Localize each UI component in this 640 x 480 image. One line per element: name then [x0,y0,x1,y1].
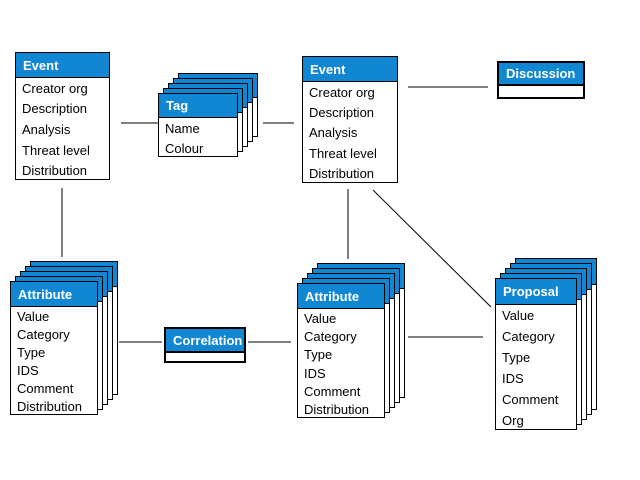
correlation-header: Correlation [166,329,244,353]
event-left-field-analysis: Analysis [22,121,71,137]
event-left-header: Event [16,53,109,78]
proposal-field-category: Category [502,329,555,344]
proposal-field-value: Value [502,308,535,323]
proposal-field-ids: IDS [502,371,524,386]
attribute-center-field-ids: IDS [304,365,326,381]
event-right-field-threat-level: Threat level [309,145,377,161]
discussion-body [499,86,583,101]
discussion-title: Discussion [506,66,576,81]
tag-header: Tag [159,94,237,118]
correlation-body [166,353,244,365]
event-left-field-threat-level: Threat level [22,142,90,158]
event-left-field-creator-org: Creator org [22,80,88,96]
proposal-field-type: Type [502,350,531,365]
event-right-field-creator-org: Creator org [309,84,375,100]
attribute-center-field-comment: Comment [304,383,361,399]
tag-field-name: Name [165,120,200,136]
connector-event-right-to-proposal [372,189,492,308]
attribute-left-field-ids: IDS [17,363,39,379]
proposal-field-comment: Comment [502,392,559,407]
event-right-title: Event [310,61,346,77]
attribute-left-header: Attribute [11,282,97,307]
attribute-center-header: Attribute [298,284,384,309]
proposal-field-org: Org [502,413,524,428]
attribute-left-field-comment: Comment [17,381,74,397]
tag-field-colour: Colour [165,140,204,156]
attribute-center-field-category: Category [304,328,357,344]
proposal-title: Proposal [503,284,559,299]
correlation-title: Correlation [173,332,243,348]
event-right-field-analysis: Analysis [309,125,358,141]
attribute-center-field-type: Type [304,347,333,363]
attribute-left-field-distribution: Distribution [17,399,83,415]
event-left-field-description: Description [22,101,88,117]
attribute-center-field-distribution: Distribution [304,402,370,418]
correlation-card: Correlation [164,327,246,363]
event-right-field-distribution: Distribution [309,166,375,182]
attribute-center-title: Attribute [305,288,360,304]
attribute-center-field-value: Value [304,310,337,326]
attribute-left-title: Attribute [18,286,73,302]
discussion-header: Discussion [499,63,583,86]
attribute-left-field-value: Value [17,308,50,324]
discussion-card: Discussion [497,61,585,99]
attribute-left-field-category: Category [17,326,70,342]
event-left-field-distribution: Distribution [22,163,88,179]
tag-title: Tag [166,98,189,113]
event-left-title: Event [23,57,59,73]
event-right-field-description: Description [309,105,375,121]
proposal-header: Proposal [496,279,576,305]
attribute-left-field-type: Type [17,344,46,360]
event-right-header: Event [303,57,397,82]
